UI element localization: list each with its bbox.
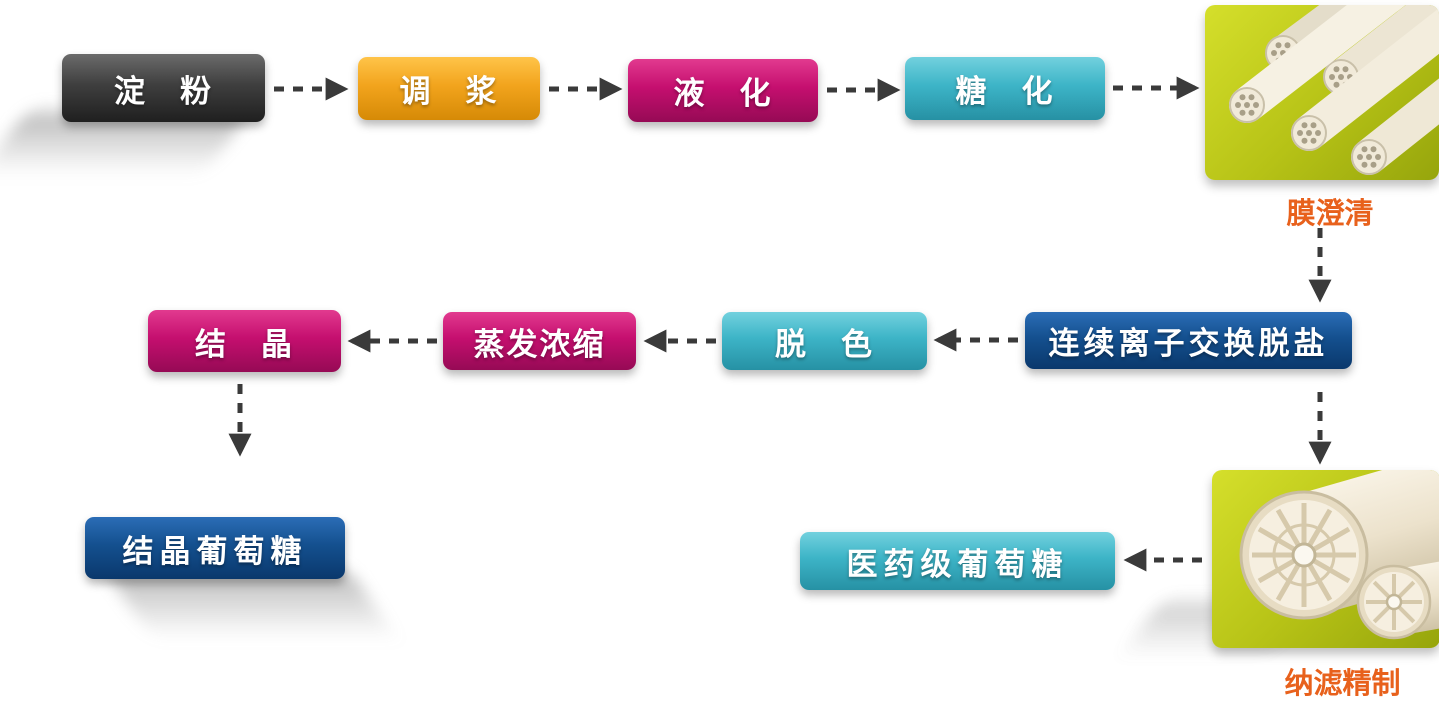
- node-saccharification: 糖 化: [905, 57, 1105, 120]
- node-starch: 淀 粉: [62, 54, 265, 122]
- node-evaporation: 蒸发浓缩: [443, 312, 636, 370]
- node-decolorization: 脱 色: [722, 312, 927, 370]
- node-slurry-mixing: 调 浆: [358, 57, 540, 120]
- caption-nanofiltration: 纳滤精制: [1284, 668, 1401, 700]
- spiral-membrane-illustration: [1239, 470, 1439, 640]
- ceramic-membrane-photo: [1205, 5, 1439, 180]
- ceramic-membrane-illustration: [1229, 5, 1439, 175]
- cast-shadow: [105, 570, 395, 638]
- node-crystalline-glucose: 结晶葡萄糖: [85, 517, 345, 579]
- node-pharma-grade-glucose: 医药级葡萄糖: [800, 532, 1115, 590]
- node-crystallization: 结 晶: [148, 310, 341, 372]
- node-ion-exchange-desalting: 连续离子交换脱盐: [1025, 312, 1352, 369]
- node-liquefaction: 液 化: [628, 59, 818, 122]
- nanofiltration-membrane-photo: [1212, 470, 1439, 648]
- caption-membrane-clarification: 膜澄清: [1286, 198, 1374, 230]
